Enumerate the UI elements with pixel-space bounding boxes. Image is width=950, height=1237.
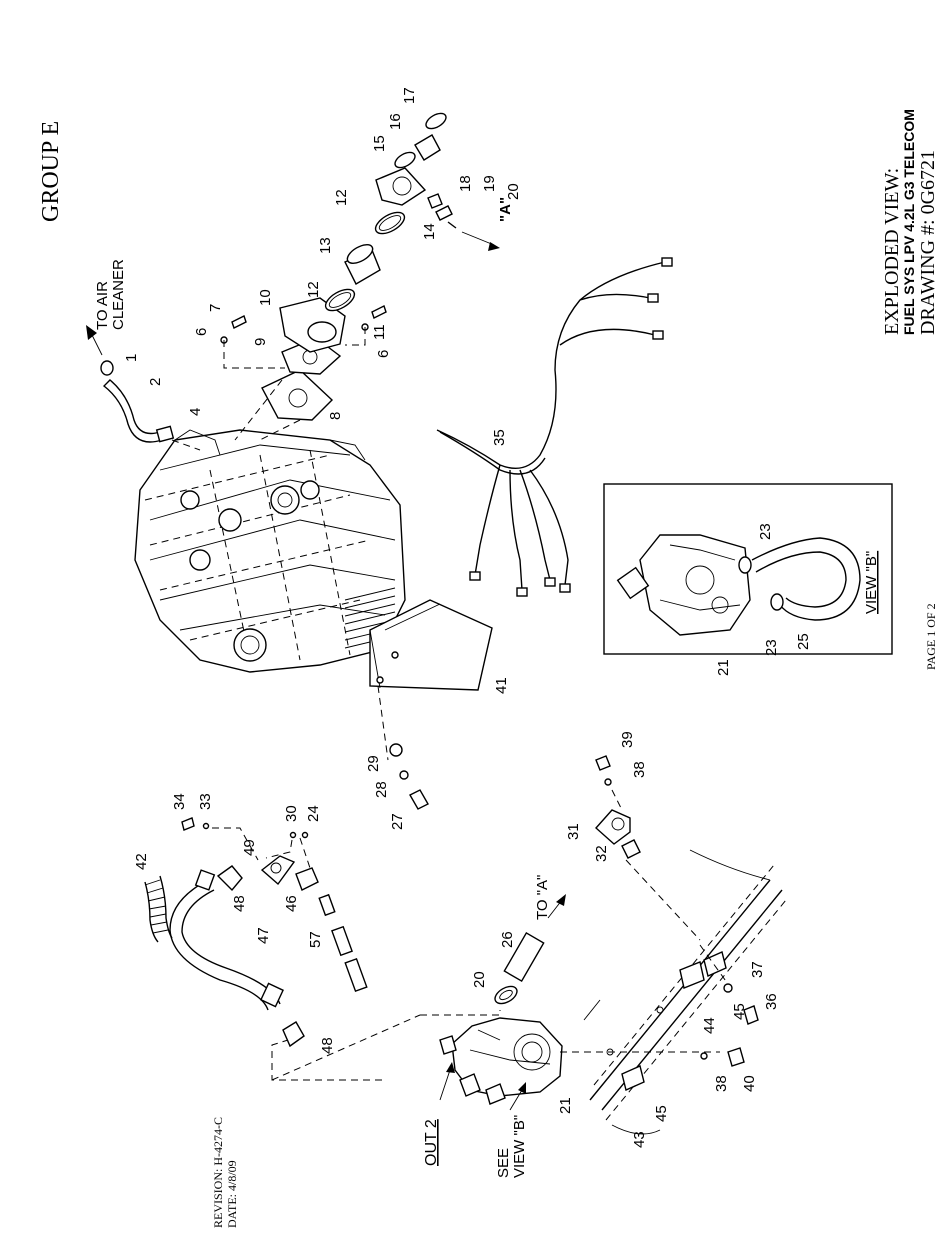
callout-26: 26 bbox=[499, 931, 516, 948]
callout-23a: 23 bbox=[757, 523, 774, 540]
callout-21: 21 bbox=[557, 1097, 574, 1114]
callout-13: 13 bbox=[317, 237, 334, 254]
wire-harness bbox=[436, 257, 673, 597]
callout-4: 4 bbox=[187, 408, 204, 416]
callout-1: 1 bbox=[123, 354, 140, 362]
callout-10: 10 bbox=[257, 289, 274, 306]
callout-17: 17 bbox=[401, 87, 418, 104]
inlet-tube-assembly bbox=[324, 112, 500, 312]
shield-hardware bbox=[389, 743, 429, 810]
lower-hose-assembly bbox=[144, 817, 368, 1048]
callout-38b: 38 bbox=[713, 1075, 730, 1092]
callout-6b: 6 bbox=[375, 350, 392, 358]
page-number: PAGE 1 OF 2 bbox=[924, 603, 938, 670]
callout-9: 9 bbox=[252, 338, 269, 346]
callout-29: 29 bbox=[365, 755, 382, 772]
title-line-2: FUEL SYS LPV 4.2L G3 TELECOM bbox=[901, 109, 917, 335]
view-b-frame bbox=[603, 483, 893, 655]
drawing-number: DRAWING #: 0G6721 bbox=[917, 150, 939, 335]
callout-12a: 12 bbox=[305, 281, 322, 298]
callout-36: 36 bbox=[763, 993, 780, 1010]
mixer-adapter-assembly bbox=[220, 297, 387, 441]
callout-11: 11 bbox=[371, 324, 388, 340]
callout-43: 43 bbox=[631, 1131, 648, 1148]
callout-18: 18 bbox=[457, 175, 474, 192]
callout-37: 37 bbox=[749, 961, 766, 978]
callout-57: 57 bbox=[307, 931, 324, 948]
callout-23b: 23 bbox=[763, 639, 780, 656]
callout-8: 8 bbox=[327, 412, 344, 420]
mount-bracket bbox=[595, 755, 701, 941]
callout-46: 46 bbox=[283, 895, 300, 912]
callout-41: 41 bbox=[493, 677, 510, 694]
callout-45a: 45 bbox=[731, 1003, 748, 1020]
note-arrow-a: "A" bbox=[497, 197, 514, 222]
revision-label: REVISION: H-4274-C bbox=[211, 1117, 225, 1228]
date-label: DATE: 4/8/09 bbox=[225, 1160, 239, 1228]
note-to-air: TO AIR bbox=[94, 281, 111, 330]
note-cleaner: CLEANER bbox=[110, 259, 127, 330]
note-see: SEE bbox=[495, 1148, 512, 1178]
callout-39: 39 bbox=[619, 731, 636, 748]
tube-26 bbox=[503, 894, 566, 983]
callout-35: 35 bbox=[491, 429, 508, 446]
callout-20b: 20 bbox=[471, 971, 488, 988]
callout-21-inset: 21 bbox=[715, 659, 732, 676]
engine-block bbox=[134, 429, 406, 673]
callout-27: 27 bbox=[389, 813, 406, 830]
callout-42: 42 bbox=[133, 853, 150, 870]
callout-24: 24 bbox=[305, 805, 322, 822]
callout-44: 44 bbox=[701, 1017, 718, 1034]
note-view-b-inset: VIEW "B" bbox=[863, 551, 880, 614]
callout-25: 25 bbox=[795, 633, 812, 650]
callout-7: 7 bbox=[207, 304, 224, 312]
title-line-1: EXPLODED VIEW: bbox=[881, 168, 903, 335]
callout-40: 40 bbox=[741, 1075, 758, 1092]
callout-14: 14 bbox=[421, 223, 438, 240]
note-view-b: VIEW "B" bbox=[511, 1115, 528, 1178]
air-hose-assembly bbox=[86, 325, 201, 451]
callout-2: 2 bbox=[147, 378, 164, 386]
heat-shield bbox=[369, 599, 493, 761]
callout-31: 31 bbox=[565, 823, 582, 840]
callout-38a: 38 bbox=[631, 761, 648, 778]
note-to-a: TO "A" bbox=[534, 875, 551, 920]
callout-30: 30 bbox=[283, 805, 300, 822]
callout-49: 49 bbox=[241, 839, 258, 856]
callout-28: 28 bbox=[373, 781, 390, 798]
callout-33: 33 bbox=[197, 793, 214, 810]
callout-labels: 1 2 4 6 7 10 9 8 6 11 12 13 12 14 15 16 … bbox=[123, 87, 812, 1148]
group-label: GROUP E bbox=[38, 121, 64, 222]
note-out-2: OUT 2 bbox=[423, 1119, 440, 1166]
view-b-regulator bbox=[616, 534, 861, 636]
callout-12b: 12 bbox=[333, 189, 350, 206]
callout-47: 47 bbox=[255, 927, 272, 944]
callout-32: 32 bbox=[593, 845, 610, 862]
callout-16: 16 bbox=[387, 113, 404, 130]
callout-45b: 45 bbox=[653, 1105, 670, 1122]
callout-19: 19 bbox=[481, 175, 498, 192]
callout-20: 20 bbox=[505, 183, 522, 200]
frame-rail bbox=[583, 849, 787, 1135]
callout-48b: 48 bbox=[319, 1037, 336, 1054]
callout-48a: 48 bbox=[231, 895, 248, 912]
callout-6: 6 bbox=[193, 328, 210, 336]
regulator-assembly bbox=[271, 985, 720, 1105]
callout-15: 15 bbox=[371, 135, 388, 152]
callout-34: 34 bbox=[171, 793, 188, 810]
